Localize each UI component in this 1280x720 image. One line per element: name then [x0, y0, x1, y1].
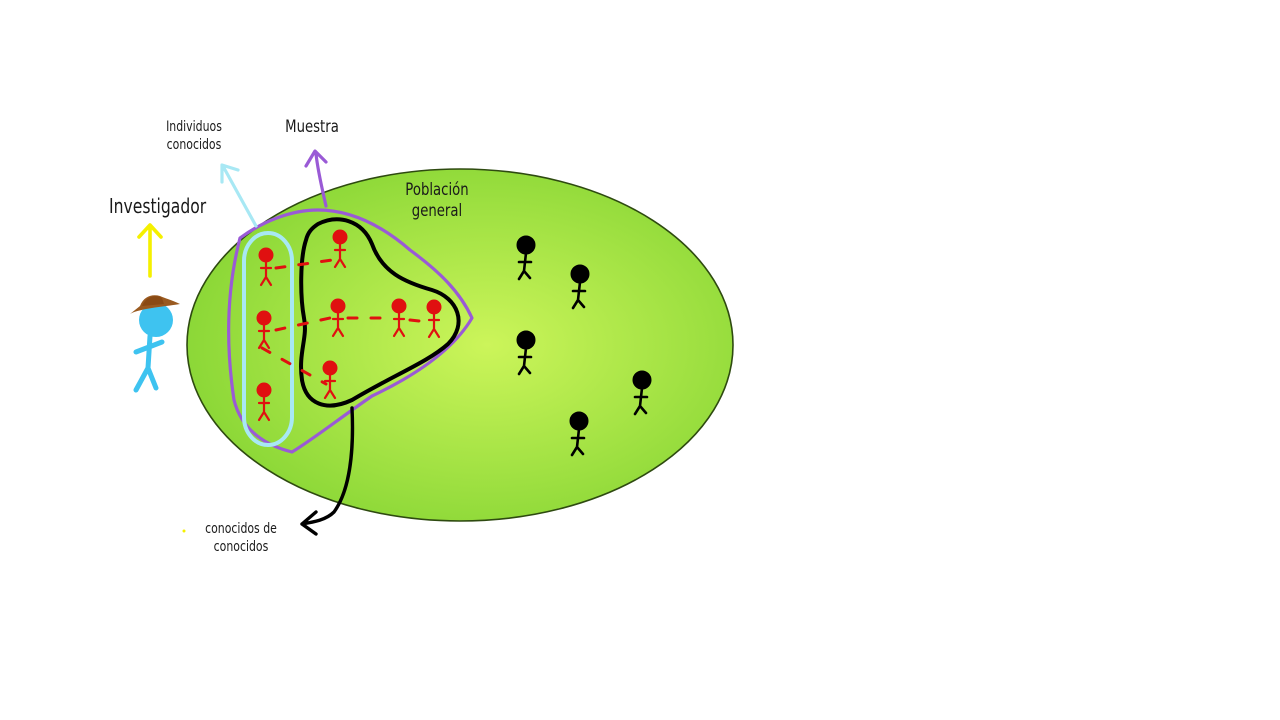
acquaintances-label: conocidos de conocidos — [198, 520, 284, 556]
acquaintances-outline — [299, 217, 461, 408]
sample-label: Muestra — [281, 117, 343, 138]
acquaintances-label-line1: conocidos de — [205, 521, 277, 537]
investigator-figure — [130, 295, 180, 393]
general-population-label-line1: Población — [405, 180, 469, 200]
investigator-arrow — [137, 223, 163, 278]
known-individuals-label-line1: Individuos — [166, 119, 222, 135]
general-population-area — [186, 168, 734, 522]
sample-outline — [227, 208, 474, 454]
acquaintances-arrow — [300, 406, 355, 536]
sample-connections — [260, 258, 430, 386]
known-individuals-label: Individuos conocidos — [163, 118, 225, 154]
investigator-label-text: Investigador — [109, 194, 207, 218]
known-individuals-label-line2: conocidos — [166, 137, 222, 153]
sample-label-text: Muestra — [285, 117, 339, 137]
sample-arrow — [304, 149, 328, 208]
investigator-label: Investigador — [109, 194, 207, 218]
general-population-label-line2: general — [411, 201, 463, 221]
stray-dot — [182, 529, 186, 533]
known-individuals-arrow — [220, 163, 258, 228]
acquaintances-label-line2: conocidos — [213, 539, 269, 555]
known-individuals-outline — [242, 231, 294, 447]
general-population-label: Población general — [402, 180, 472, 222]
